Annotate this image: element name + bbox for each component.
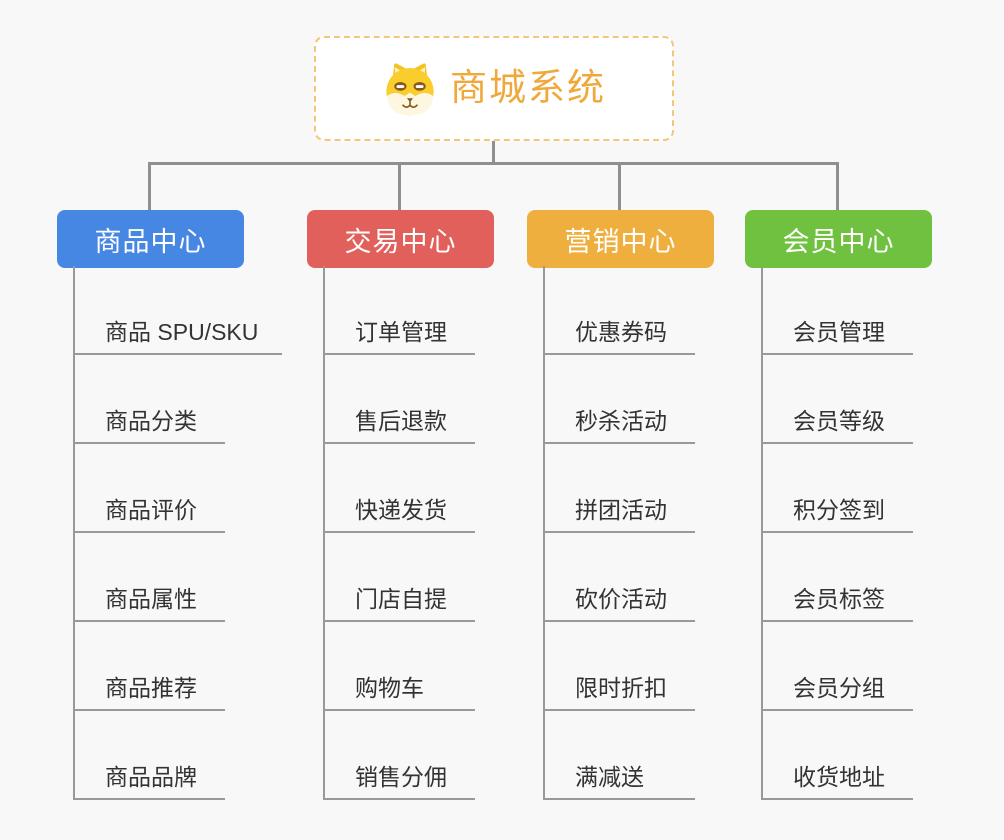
connector-drop-trade — [398, 162, 401, 211]
child-node-bargain-activity[interactable]: 砍价活动 — [545, 533, 695, 622]
child-label: 会员等级 — [793, 407, 885, 434]
child-node-express-shipping[interactable]: 快递发货 — [325, 444, 475, 533]
child-node-member-tag[interactable]: 会员标签 — [763, 533, 913, 622]
child-label: 快递发货 — [355, 496, 447, 523]
shiba-dog-icon — [386, 62, 434, 115]
child-node-shopping-cart[interactable]: 购物车 — [325, 622, 475, 711]
child-label: 会员管理 — [793, 318, 885, 345]
connector-root-stem — [492, 140, 495, 165]
child-node-product-attribute[interactable]: 商品属性 — [75, 533, 225, 622]
child-label: 会员标签 — [793, 585, 885, 612]
child-label: 满减送 — [575, 763, 644, 790]
branch-label: 营销中心 — [564, 226, 677, 257]
child-label: 拼团活动 — [575, 496, 667, 523]
child-label: 砍价活动 — [575, 585, 667, 612]
child-node-sales-commission[interactable]: 销售分佣 — [325, 711, 475, 800]
child-label: 购物车 — [355, 674, 424, 701]
connector-drop-products — [148, 162, 151, 211]
child-label: 订单管理 — [355, 318, 447, 345]
child-label: 秒杀活动 — [575, 407, 667, 434]
branch-node-member-center[interactable]: 会员中心 — [745, 210, 932, 268]
connector-rail — [148, 162, 839, 165]
child-node-member-management[interactable]: 会员管理 — [763, 266, 913, 355]
child-label: 积分签到 — [793, 496, 885, 523]
child-node-points-checkin[interactable]: 积分签到 — [763, 444, 913, 533]
root-node-mall-system[interactable]: 商城系统 — [314, 36, 674, 141]
branch-node-marketing-center[interactable]: 营销中心 — [527, 210, 714, 268]
connector-drop-member — [836, 162, 839, 211]
child-node-flash-sale[interactable]: 秒杀活动 — [545, 355, 695, 444]
child-node-product-recommend[interactable]: 商品推荐 — [75, 622, 225, 711]
child-label: 商品评价 — [105, 496, 197, 523]
child-node-full-reduction[interactable]: 满减送 — [545, 711, 695, 800]
child-node-group-buy[interactable]: 拼团活动 — [545, 444, 695, 533]
child-node-coupon-code[interactable]: 优惠券码 — [545, 266, 695, 355]
child-label: 商品推荐 — [105, 674, 197, 701]
child-label: 优惠券码 — [575, 318, 667, 345]
child-node-product-category[interactable]: 商品分类 — [75, 355, 225, 444]
branch-children-member-center: 会员管理 会员等级 积分签到 会员标签 会员分组 收货地址 — [761, 266, 913, 800]
branch-label: 商品中心 — [94, 226, 207, 257]
branch-children-product-center: 商品 SPU/SKU 商品分类 商品评价 商品属性 商品推荐 商品品牌 — [73, 266, 283, 800]
branch-label: 会员中心 — [782, 226, 895, 257]
branch-node-product-center[interactable]: 商品中心 — [57, 210, 244, 268]
branch-children-marketing-center: 优惠券码 秒杀活动 拼团活动 砍价活动 限时折扣 满减送 — [543, 266, 695, 800]
child-label: 商品品牌 — [105, 763, 197, 790]
child-node-store-pickup[interactable]: 门店自提 — [325, 533, 475, 622]
branch-children-trade-center: 订单管理 售后退款 快递发货 门店自提 购物车 销售分佣 — [323, 266, 475, 800]
child-label: 商品 SPU/SKU — [105, 318, 259, 345]
child-node-limited-time-discount[interactable]: 限时折扣 — [545, 622, 695, 711]
root-title: 商城系统 — [450, 67, 606, 108]
child-label: 限时折扣 — [575, 674, 667, 701]
child-label: 商品分类 — [105, 407, 197, 434]
branch-label: 交易中心 — [344, 226, 457, 257]
child-label: 销售分佣 — [355, 763, 447, 790]
child-node-product-review[interactable]: 商品评价 — [75, 444, 225, 533]
branch-node-trade-center[interactable]: 交易中心 — [307, 210, 494, 268]
child-node-product-spu-sku[interactable]: 商品 SPU/SKU — [75, 266, 283, 355]
child-node-aftersale-refund[interactable]: 售后退款 — [325, 355, 475, 444]
child-label: 商品属性 — [105, 585, 197, 612]
child-label: 售后退款 — [355, 407, 447, 434]
connector-drop-marketing — [618, 162, 621, 211]
child-node-order-management[interactable]: 订单管理 — [325, 266, 475, 355]
child-label: 门店自提 — [355, 585, 447, 612]
child-label: 会员分组 — [793, 674, 885, 701]
child-node-member-group[interactable]: 会员分组 — [763, 622, 913, 711]
child-label: 收货地址 — [793, 763, 885, 790]
child-node-member-level[interactable]: 会员等级 — [763, 355, 913, 444]
child-node-shipping-address[interactable]: 收货地址 — [763, 711, 913, 800]
child-node-product-brand[interactable]: 商品品牌 — [75, 711, 225, 800]
